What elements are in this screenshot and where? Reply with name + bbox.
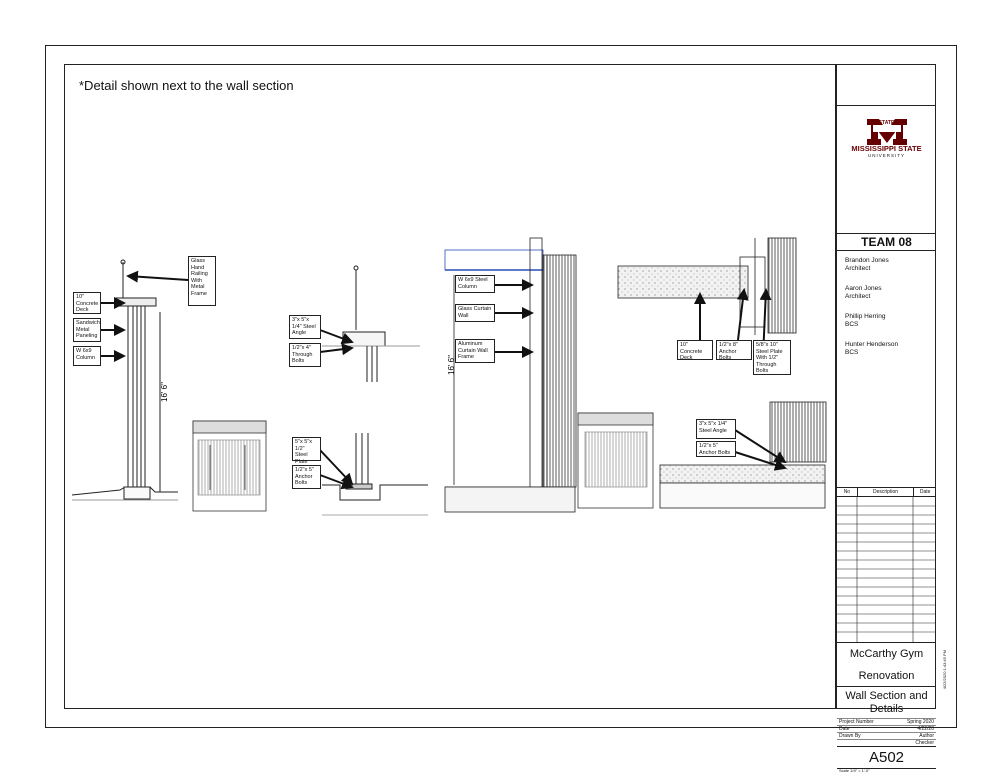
rev-col-desc: Description <box>858 488 915 496</box>
logo-area: STATE MISSISSIPPI STATE UNIVERSITY <box>837 105 936 234</box>
label-w6x9-column-left: W 6x9 Column <box>73 346 101 366</box>
left-wall-section <box>71 259 178 501</box>
floor-plan-1 <box>192 420 267 512</box>
revision-table: No Description Date <box>837 487 936 643</box>
dimension-left: 16' 6" <box>160 382 169 402</box>
label-anchor-bolts-left: 1/2"x 5" Anchor Bolts <box>292 465 321 489</box>
msu-logo-icon <box>867 119 907 145</box>
label-steel-plate-left: 5"x 5"x 1/2" Steel Plate <box>292 437 321 465</box>
rev-col-no: No <box>837 488 858 496</box>
print-stamp: 4/22/2020 1:43:45 PM <box>942 650 947 690</box>
logo-name: MISSISSIPPI STATE <box>851 144 922 153</box>
team-name: TEAM 08 <box>837 233 936 251</box>
deck-detail <box>617 237 797 335</box>
project-name: McCarthy Gym Renovation <box>837 642 936 687</box>
label-through-bolts: 1/2"x 4" Through Bolts <box>289 343 321 367</box>
label-sandwich-panel: Sandwich Metal Paneling <box>73 318 101 342</box>
sheet-number: A502 <box>837 746 936 769</box>
label-aluminum-frame: Aluminum Curtain Wall Frame <box>455 339 495 363</box>
label-w6x9-steel-column: W 6x9 Steel Column <box>455 275 495 293</box>
curtain-wall-section <box>444 237 577 513</box>
logo-sub: UNIVERSITY <box>867 153 905 158</box>
label-glass-curtain-wall: Glass Curtain Wall <box>455 304 495 322</box>
label-glass-rail: Glass Hand Railing With Metal Frame <box>188 256 216 306</box>
scale-note: Scale 1/4" = 1'-0" <box>839 768 870 773</box>
label-steel-angle-top: 3"x 5"x 1/4" Steel Angle <box>289 315 321 339</box>
angle-detail <box>322 265 420 382</box>
plate-detail <box>322 433 428 516</box>
drawing-area <box>64 64 836 709</box>
floor-plan-2 <box>577 412 654 509</box>
label-concrete-deck-left: 10" Concrete Deck <box>73 292 101 314</box>
sheet-title: Wall Section and Details <box>837 686 936 718</box>
revision-grid <box>837 497 936 643</box>
detail-note: *Detail shown next to the wall section <box>79 78 294 93</box>
label-steel-plate-right: 5/8"x 10" Steel Plate With 1/2" Through … <box>753 340 791 375</box>
label-anchor-bolts-8: 1/2"x 8" Anchor Bolts <box>716 340 752 361</box>
label-anchor-bolts-bottom: 1/2"x 5" Anchor Bolts <box>696 441 736 457</box>
rev-col-date: Date <box>919 489 931 495</box>
logo-top-text: STATE <box>878 120 895 126</box>
drawing-sheet <box>45 45 957 728</box>
dimension-right: 16' 6" <box>447 355 456 375</box>
title-block: STATE MISSISSIPPI STATE UNIVERSITY TEAM … <box>836 64 936 773</box>
label-steel-angle-bottom: 3"x 5"x 1/4" Steel Angle <box>696 419 736 439</box>
label-concrete-deck-right: 10" Concrete Deck <box>677 340 713 361</box>
